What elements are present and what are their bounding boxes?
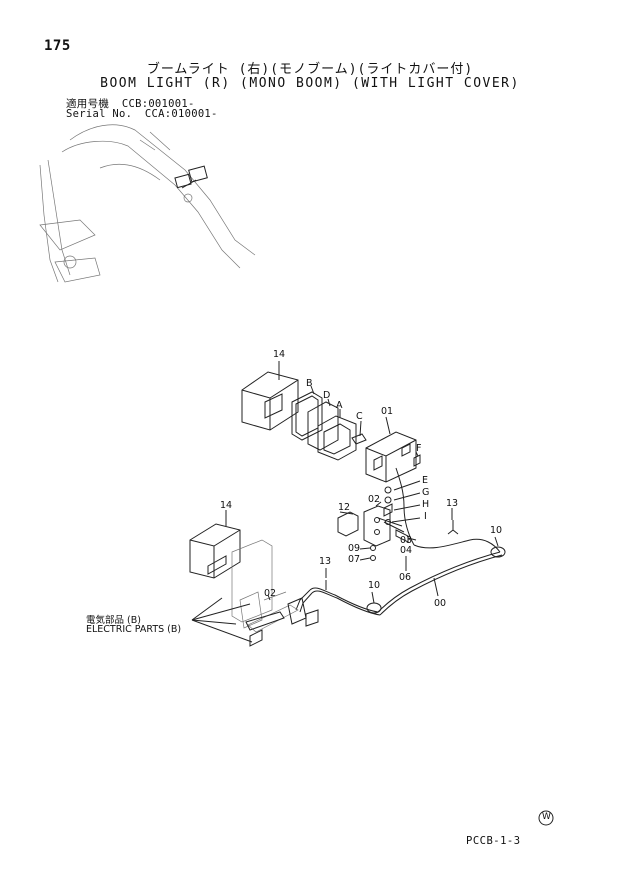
serial-row-1: 適用号機 CCB:001001- <box>66 96 195 111</box>
callout-13-right: 13 <box>446 498 459 509</box>
electric-parts-english: ELECTRIC PARTS (B) <box>86 624 182 635</box>
callout-00: 00 <box>434 598 447 609</box>
electric-parts-japanese: 電気部品 (B) <box>86 615 141 626</box>
callout-A: A <box>336 400 343 411</box>
callout-03: 03 <box>400 535 413 546</box>
watermark-circle <box>538 810 554 826</box>
callout-10-lower: 10 <box>368 580 381 591</box>
callout-12: 12 <box>338 502 351 513</box>
callout-C: C <box>356 411 363 422</box>
callout-06: 06 <box>399 572 412 583</box>
upper-light-assembly <box>241 361 421 546</box>
watermark-letter: W <box>542 812 551 822</box>
callout-10-right: 10 <box>490 525 503 536</box>
callout-07: 07 <box>348 554 361 565</box>
lower-light-assembly <box>189 510 241 579</box>
callout-01: 01 <box>381 406 394 417</box>
serial-row1-value: CCB:001001- <box>121 98 195 110</box>
serial-row2-value: CCA:010001- <box>144 108 218 120</box>
wire-harness <box>295 508 506 616</box>
title-english: BOOM LIGHT (R) (MONO BOOM) (WITH LIGHT C… <box>100 76 520 91</box>
footer-code: PCCB-1-3 <box>466 835 521 847</box>
callout-I: I <box>424 511 427 522</box>
serial-row1-label: 適用号機 <box>66 98 110 110</box>
serial-row2-label: Serial No. <box>66 108 133 120</box>
callout-09: 09 <box>348 543 361 554</box>
callout-02-upper: 02 <box>368 494 381 505</box>
callout-04: 04 <box>400 545 413 556</box>
lower-bracket-faded <box>231 539 299 633</box>
callout-F: F <box>416 443 422 454</box>
serial-row-2: Serial No. CCA:010001- <box>66 108 218 120</box>
boom-light-highlight <box>174 165 208 189</box>
title-japanese: ブームライト (右)(モノブーム)(ライトカバー付) <box>146 62 474 77</box>
electric-parts-leaders <box>191 597 253 643</box>
callout-B: B <box>306 378 313 389</box>
excavator-boom-sketch <box>39 124 256 283</box>
page-number: 175 <box>44 38 71 54</box>
bracket-assembly <box>337 501 417 571</box>
callout-G: G <box>422 487 430 498</box>
callout-D: D <box>323 390 331 401</box>
callout-13-left: 13 <box>319 556 332 567</box>
callout-02-lower: 02 <box>264 588 277 599</box>
callout-E: E <box>422 475 429 486</box>
callout-14-lower: 14 <box>220 500 233 511</box>
lower-bracket-parts <box>245 594 319 647</box>
callout-H: H <box>422 499 430 510</box>
callout-14-upper: 14 <box>273 349 286 360</box>
